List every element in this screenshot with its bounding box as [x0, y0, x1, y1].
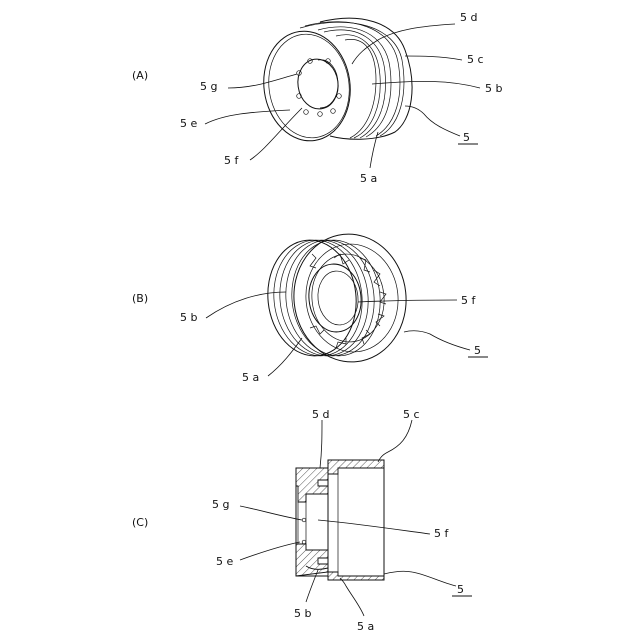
leader-c-5f: [318, 520, 430, 534]
label-b-5b: 5 b: [180, 311, 197, 324]
label-a-5c: 5 c: [467, 53, 484, 66]
label-a-5e: 5 e: [180, 117, 197, 130]
leader-c-5e: [240, 542, 300, 560]
label-c-5g: 5 g: [212, 498, 229, 511]
label-c-5a: 5 a: [357, 620, 374, 633]
leader-b-5: [404, 331, 470, 350]
label-b-5: 5: [474, 344, 481, 357]
leader-a-5: [405, 106, 460, 136]
label-c-5d: 5 d: [312, 408, 329, 421]
label-c-5f: 5 f: [434, 527, 449, 540]
leader-a-5c: [405, 56, 462, 60]
label-a-5g: 5 g: [200, 80, 217, 93]
panel-label-a: (A): [132, 69, 148, 82]
leader-c-5a: [340, 578, 364, 616]
label-a-5d: 5 d: [460, 11, 477, 24]
leader-c-5: [384, 571, 456, 586]
cap-body-b: [262, 228, 412, 367]
leader-a-5f: [250, 108, 302, 160]
cap-body-a: [257, 18, 412, 146]
leader-c-5d: [320, 420, 322, 468]
leader-b-5f: [358, 300, 457, 302]
panel-label-b: (B): [132, 292, 148, 305]
figure-c: (C): [132, 408, 472, 633]
leader-a-5b: [372, 81, 480, 88]
label-b-5f: 5 f: [461, 294, 476, 307]
label-c-5: 5: [457, 583, 464, 596]
leader-a-5g: [228, 74, 297, 88]
panel-label-c: (C): [132, 516, 148, 529]
label-b-5a: 5 a: [242, 371, 259, 384]
label-a-5a: 5 a: [360, 172, 377, 185]
label-a-5: 5: [463, 131, 470, 144]
leader-a-5e: [205, 110, 290, 124]
figure-a: (A): [132, 11, 502, 185]
label-c-5b: 5 b: [294, 607, 311, 620]
leader-c-5g: [240, 506, 302, 520]
label-c-5e: 5 e: [216, 555, 233, 568]
cap-section-c: [296, 460, 384, 580]
leader-c-5c: [378, 420, 412, 462]
label-c-5c: 5 c: [403, 408, 420, 421]
leader-a-5a: [370, 132, 378, 168]
label-a-5b: 5 b: [485, 82, 502, 95]
figure-b: (B) 5 b 5 f 5 a 5: [132, 228, 488, 384]
leader-b-5a: [268, 338, 302, 376]
label-a-5f: 5 f: [224, 154, 239, 167]
